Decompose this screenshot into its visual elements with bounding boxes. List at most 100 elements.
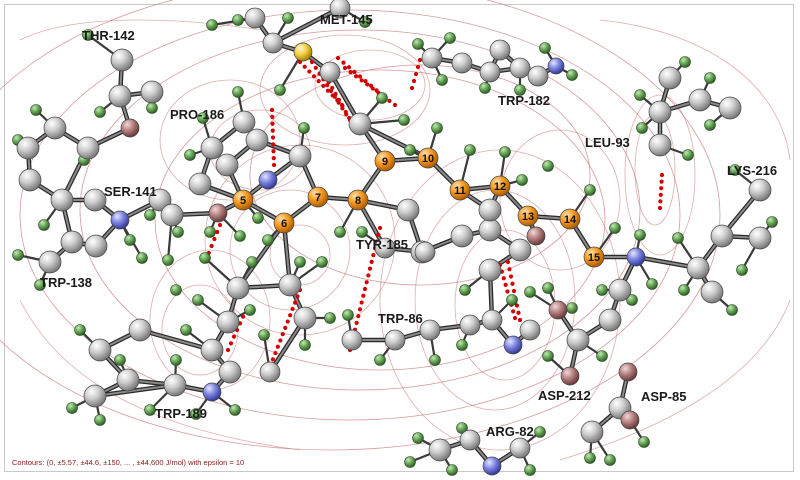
hydrogen-atom [412,432,424,444]
carbon-atom [293,306,317,330]
chain-atom-number: 6 [281,218,287,230]
carbon-atom [527,65,549,87]
carbon-atom [110,48,134,72]
hydrogen-atom [282,12,294,24]
interaction-dot [657,205,663,211]
carbon-atom [598,308,622,332]
contour-line [229,189,351,311]
carbon-atom [259,361,281,383]
interaction-dot [215,229,220,235]
hydrogen-atom [398,114,410,126]
chain-atom-number: 5 [240,195,246,207]
hydrogen-atom [539,42,551,54]
interaction-dot [357,74,363,79]
chain-atom [583,246,605,268]
hydrogen-atom [184,149,196,161]
residue-label-trp189: TRP-189 [155,406,207,421]
interaction-dot [330,85,335,91]
carbon-atom [396,198,420,222]
hydrogen-atom [524,464,536,476]
hydrogen-atom [136,252,148,264]
oxygen-atom [618,362,638,382]
carbon-atom [200,136,224,160]
carbon-atom [88,338,112,362]
carbon-atom [459,429,481,451]
interaction-dot [275,344,280,349]
carbon-atom [163,373,187,397]
hydrogen-atom [190,408,202,420]
interaction-dot [415,64,421,70]
carbon-atom [748,178,772,202]
interaction-dot [270,114,275,119]
interaction-dot [387,98,392,103]
interaction-dot [342,65,348,71]
chain-atom [449,179,471,201]
interaction-dot [341,60,346,65]
interaction-dot [354,320,359,325]
residue-label-trp86: TRP-86 [378,311,423,326]
carbon-atom [519,319,541,341]
hydrogen-atom [206,19,218,31]
carbon-atom [216,310,240,334]
carbon-atom [38,250,62,274]
carbon-atom [509,57,531,79]
contour-line [159,79,301,201]
interaction-dot [511,309,516,314]
hydrogen-atom [736,264,748,276]
hydrogen-atom [524,286,536,298]
chain-atom-number: 7 [315,192,321,204]
interaction-dot [362,286,368,292]
hydrogen-atom [144,209,156,221]
interaction-dot [269,107,275,113]
carbon-atom [688,88,712,112]
interaction-dot [270,128,275,133]
carbon-atom [748,226,772,250]
hydrogen-atom [204,226,216,238]
carbon-atom [245,128,269,152]
oxygen-atom [208,203,228,223]
carbon-atom [278,273,302,297]
hydrogen-atom [229,404,241,416]
nitrogen-atom [258,170,278,190]
residue-label-pro186: PRO-186 [170,107,224,122]
hydrogen-atom [274,84,286,96]
hydrogen-atom [12,249,24,261]
interaction-dot [377,225,383,231]
nitrogen-atom [202,382,222,402]
hydrogen-atom [199,252,211,264]
interaction-dot [225,347,231,353]
interaction-dot [285,319,290,324]
interaction-dot [333,91,338,97]
hydrogen-atom [542,160,554,172]
hydrogen-atom [609,222,621,234]
hydrogen-atom [704,72,716,84]
chain-atom-number: 11 [454,185,466,197]
carbon-atom [232,110,256,134]
hydrogen-atom [672,232,684,244]
hydrogen-atom [356,226,368,238]
interaction-dot [313,65,318,70]
hydrogen-atom [456,339,468,351]
interaction-dot [517,317,523,323]
carbon-atom [700,280,724,304]
carbon-atom [414,241,436,263]
carbon-atom [718,96,742,120]
interaction-dot [321,83,326,88]
interaction-dot [658,199,663,204]
carbon-atom [140,80,164,104]
hydrogen-atom [299,339,311,351]
chain-atom-number: 13 [522,211,534,223]
contour-line [624,94,696,256]
hydrogen-atom [246,256,258,268]
hydrogen-atom [514,84,526,96]
carbon-atom [319,61,341,83]
carbon-atom [341,329,363,351]
interaction-dot [325,83,330,88]
interaction-dot [270,121,275,126]
hydrogen-atom [298,122,310,134]
interaction-dot [392,102,398,108]
interaction-dot [511,288,517,294]
hydrogen-atom [74,324,86,336]
contour-line [249,64,591,286]
carbon-atom [108,84,132,108]
